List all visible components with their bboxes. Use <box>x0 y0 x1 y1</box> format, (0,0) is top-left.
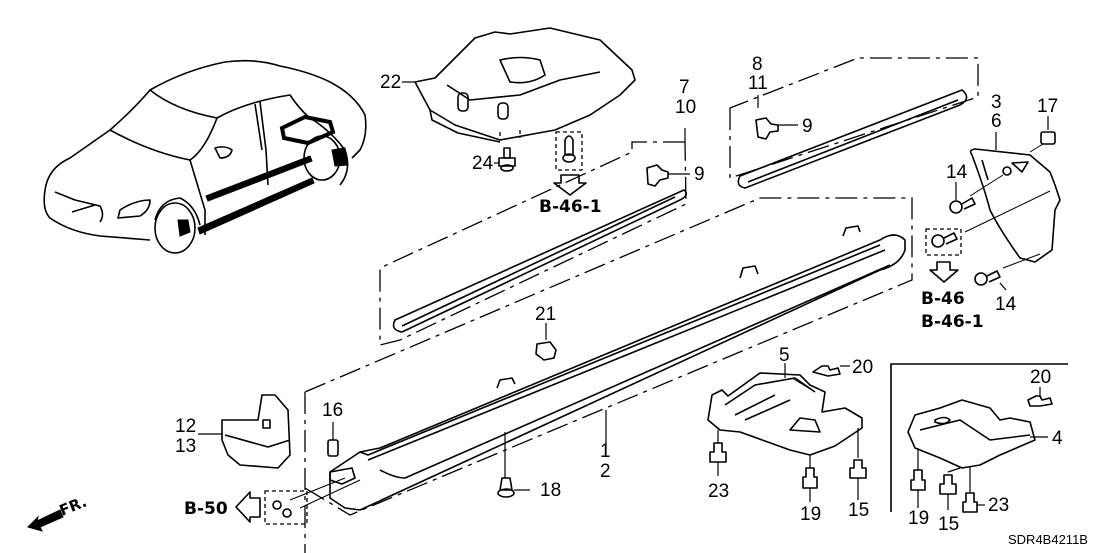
b-50-screws-box <box>235 477 361 525</box>
ref-b-46-1-top[interactable]: B-46-1 <box>539 197 602 217</box>
part-24-bolt <box>494 147 516 172</box>
part-4-under-cover <box>890 363 1068 513</box>
part-12-13-mudguard <box>198 394 291 469</box>
callout-13: 13 <box>175 436 196 457</box>
callout-7: 7 <box>679 77 690 98</box>
part-22-tray <box>402 27 636 143</box>
callout-10: 10 <box>675 97 696 118</box>
callout-22: 22 <box>380 72 401 93</box>
callout-labels: 22 24 7 10 9 8 11 9 3 6 17 14 14 21 1 2 … <box>175 54 1063 535</box>
callout-23-center: 23 <box>708 481 729 502</box>
callout-19-right: 19 <box>908 508 929 529</box>
diagram-code: SDR4B4211B <box>1008 532 1088 547</box>
part-21-clip <box>535 323 557 361</box>
callout-14-top: 14 <box>946 162 968 183</box>
reference-labels: B-46-1 B-46 B-46-1 B-50 FR. SDR4B4211B <box>57 197 1088 547</box>
callout-20-right: 20 <box>1030 367 1051 388</box>
part-5-fasteners <box>709 428 867 502</box>
callout-4: 4 <box>1052 428 1063 449</box>
part-5-under-cover <box>707 363 863 456</box>
ref-b-46[interactable]: B-46 <box>921 289 965 309</box>
part-17-nut <box>1029 116 1056 153</box>
callout-2: 2 <box>600 461 611 482</box>
part-18-clip <box>497 477 530 498</box>
callout-12: 12 <box>175 416 196 437</box>
callout-19-center: 19 <box>800 504 821 525</box>
callout-8: 8 <box>752 54 763 75</box>
callout-15-right: 15 <box>938 514 959 535</box>
car-overview-illustration <box>43 59 367 254</box>
part-8-11-door-molding <box>729 57 979 189</box>
callout-6: 6 <box>991 111 1002 132</box>
callout-9-right: 9 <box>802 116 813 137</box>
front-direction-label: FR. <box>57 493 90 520</box>
callout-17: 17 <box>1037 96 1058 117</box>
part-3-6-splash-guard <box>964 132 1061 269</box>
ref-b-46-1-right[interactable]: B-46-1 <box>921 312 984 332</box>
callout-9-left: 9 <box>694 164 705 185</box>
callout-23-right: 23 <box>988 495 1009 516</box>
callout-15-center: 15 <box>848 500 869 521</box>
front-direction-arrow <box>27 509 64 532</box>
callout-11: 11 <box>748 73 768 94</box>
callout-14-bottom: 14 <box>995 294 1017 315</box>
part-7-10-door-molding <box>379 128 690 346</box>
part-16-clip <box>327 422 339 457</box>
part-14-screws <box>925 182 1007 291</box>
callout-21: 21 <box>535 304 556 325</box>
ref-b-50[interactable]: B-50 <box>184 499 228 519</box>
callout-24: 24 <box>472 153 494 174</box>
callout-20-center: 20 <box>852 357 873 378</box>
callout-3: 3 <box>991 92 1002 113</box>
callout-5: 5 <box>779 345 790 366</box>
part-1-2-side-sill-garnish <box>304 197 913 553</box>
callout-16: 16 <box>322 400 343 421</box>
callout-1: 1 <box>600 441 611 462</box>
callout-18: 18 <box>540 480 561 501</box>
